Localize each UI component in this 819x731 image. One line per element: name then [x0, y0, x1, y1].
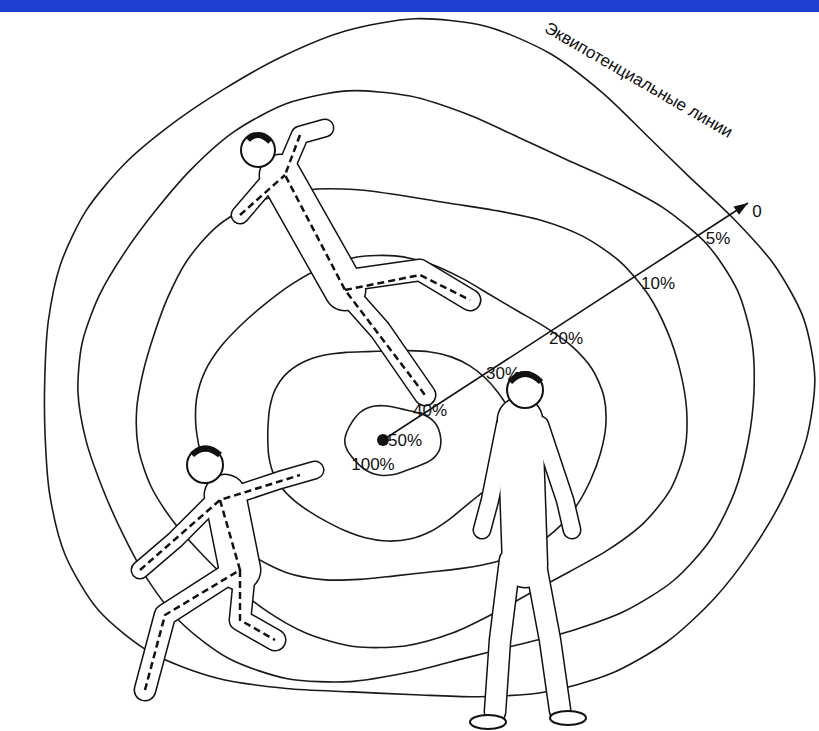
potential-value: 50%: [388, 432, 422, 449]
ground-point: [377, 434, 389, 446]
top-bar: [0, 0, 819, 12]
leg: [145, 570, 235, 690]
radius-line: [383, 203, 748, 440]
potential-value: 40%: [413, 402, 447, 419]
current-path: [240, 570, 275, 640]
radius-arrow: [377, 203, 748, 446]
torso-fill: [520, 420, 525, 565]
leg: [240, 570, 275, 640]
leg: [535, 560, 560, 710]
shoe: [470, 715, 506, 729]
current-path: [140, 475, 300, 570]
arm: [285, 128, 325, 170]
current-path: [145, 500, 240, 690]
current-path: [345, 275, 470, 300]
current-path: [240, 175, 285, 215]
equipotential-line: [45, 19, 815, 697]
people: [140, 128, 586, 729]
torso: [280, 175, 345, 290]
leg: [495, 560, 510, 712]
hair: [248, 135, 270, 142]
head: [187, 447, 223, 483]
potential-value: 5%: [706, 230, 731, 247]
axis-title: Эквипотенциальные линии: [542, 19, 736, 141]
arm-fill: [482, 425, 505, 530]
arm-fill: [285, 128, 325, 170]
arm-fill: [540, 425, 572, 530]
current-path: [285, 135, 425, 395]
potential-value: 30%: [486, 365, 520, 382]
potential-value: 20%: [549, 330, 583, 347]
leg-fill: [240, 570, 275, 640]
equipotential-lines: [45, 19, 815, 697]
leg-fill: [145, 570, 235, 690]
equipotential-line: [196, 255, 606, 580]
leg-fill: [535, 560, 560, 710]
hair: [192, 449, 220, 456]
potential-value: 100%: [351, 456, 394, 473]
head: [241, 133, 275, 167]
potential-value: 10%: [641, 275, 675, 292]
torso: [520, 420, 525, 565]
torso-fill: [280, 175, 345, 290]
potential-value: 0: [752, 203, 761, 220]
shoe: [550, 711, 586, 725]
leg-fill: [495, 560, 510, 712]
arrow-head: [734, 203, 748, 215]
equipotential-line: [268, 351, 518, 541]
